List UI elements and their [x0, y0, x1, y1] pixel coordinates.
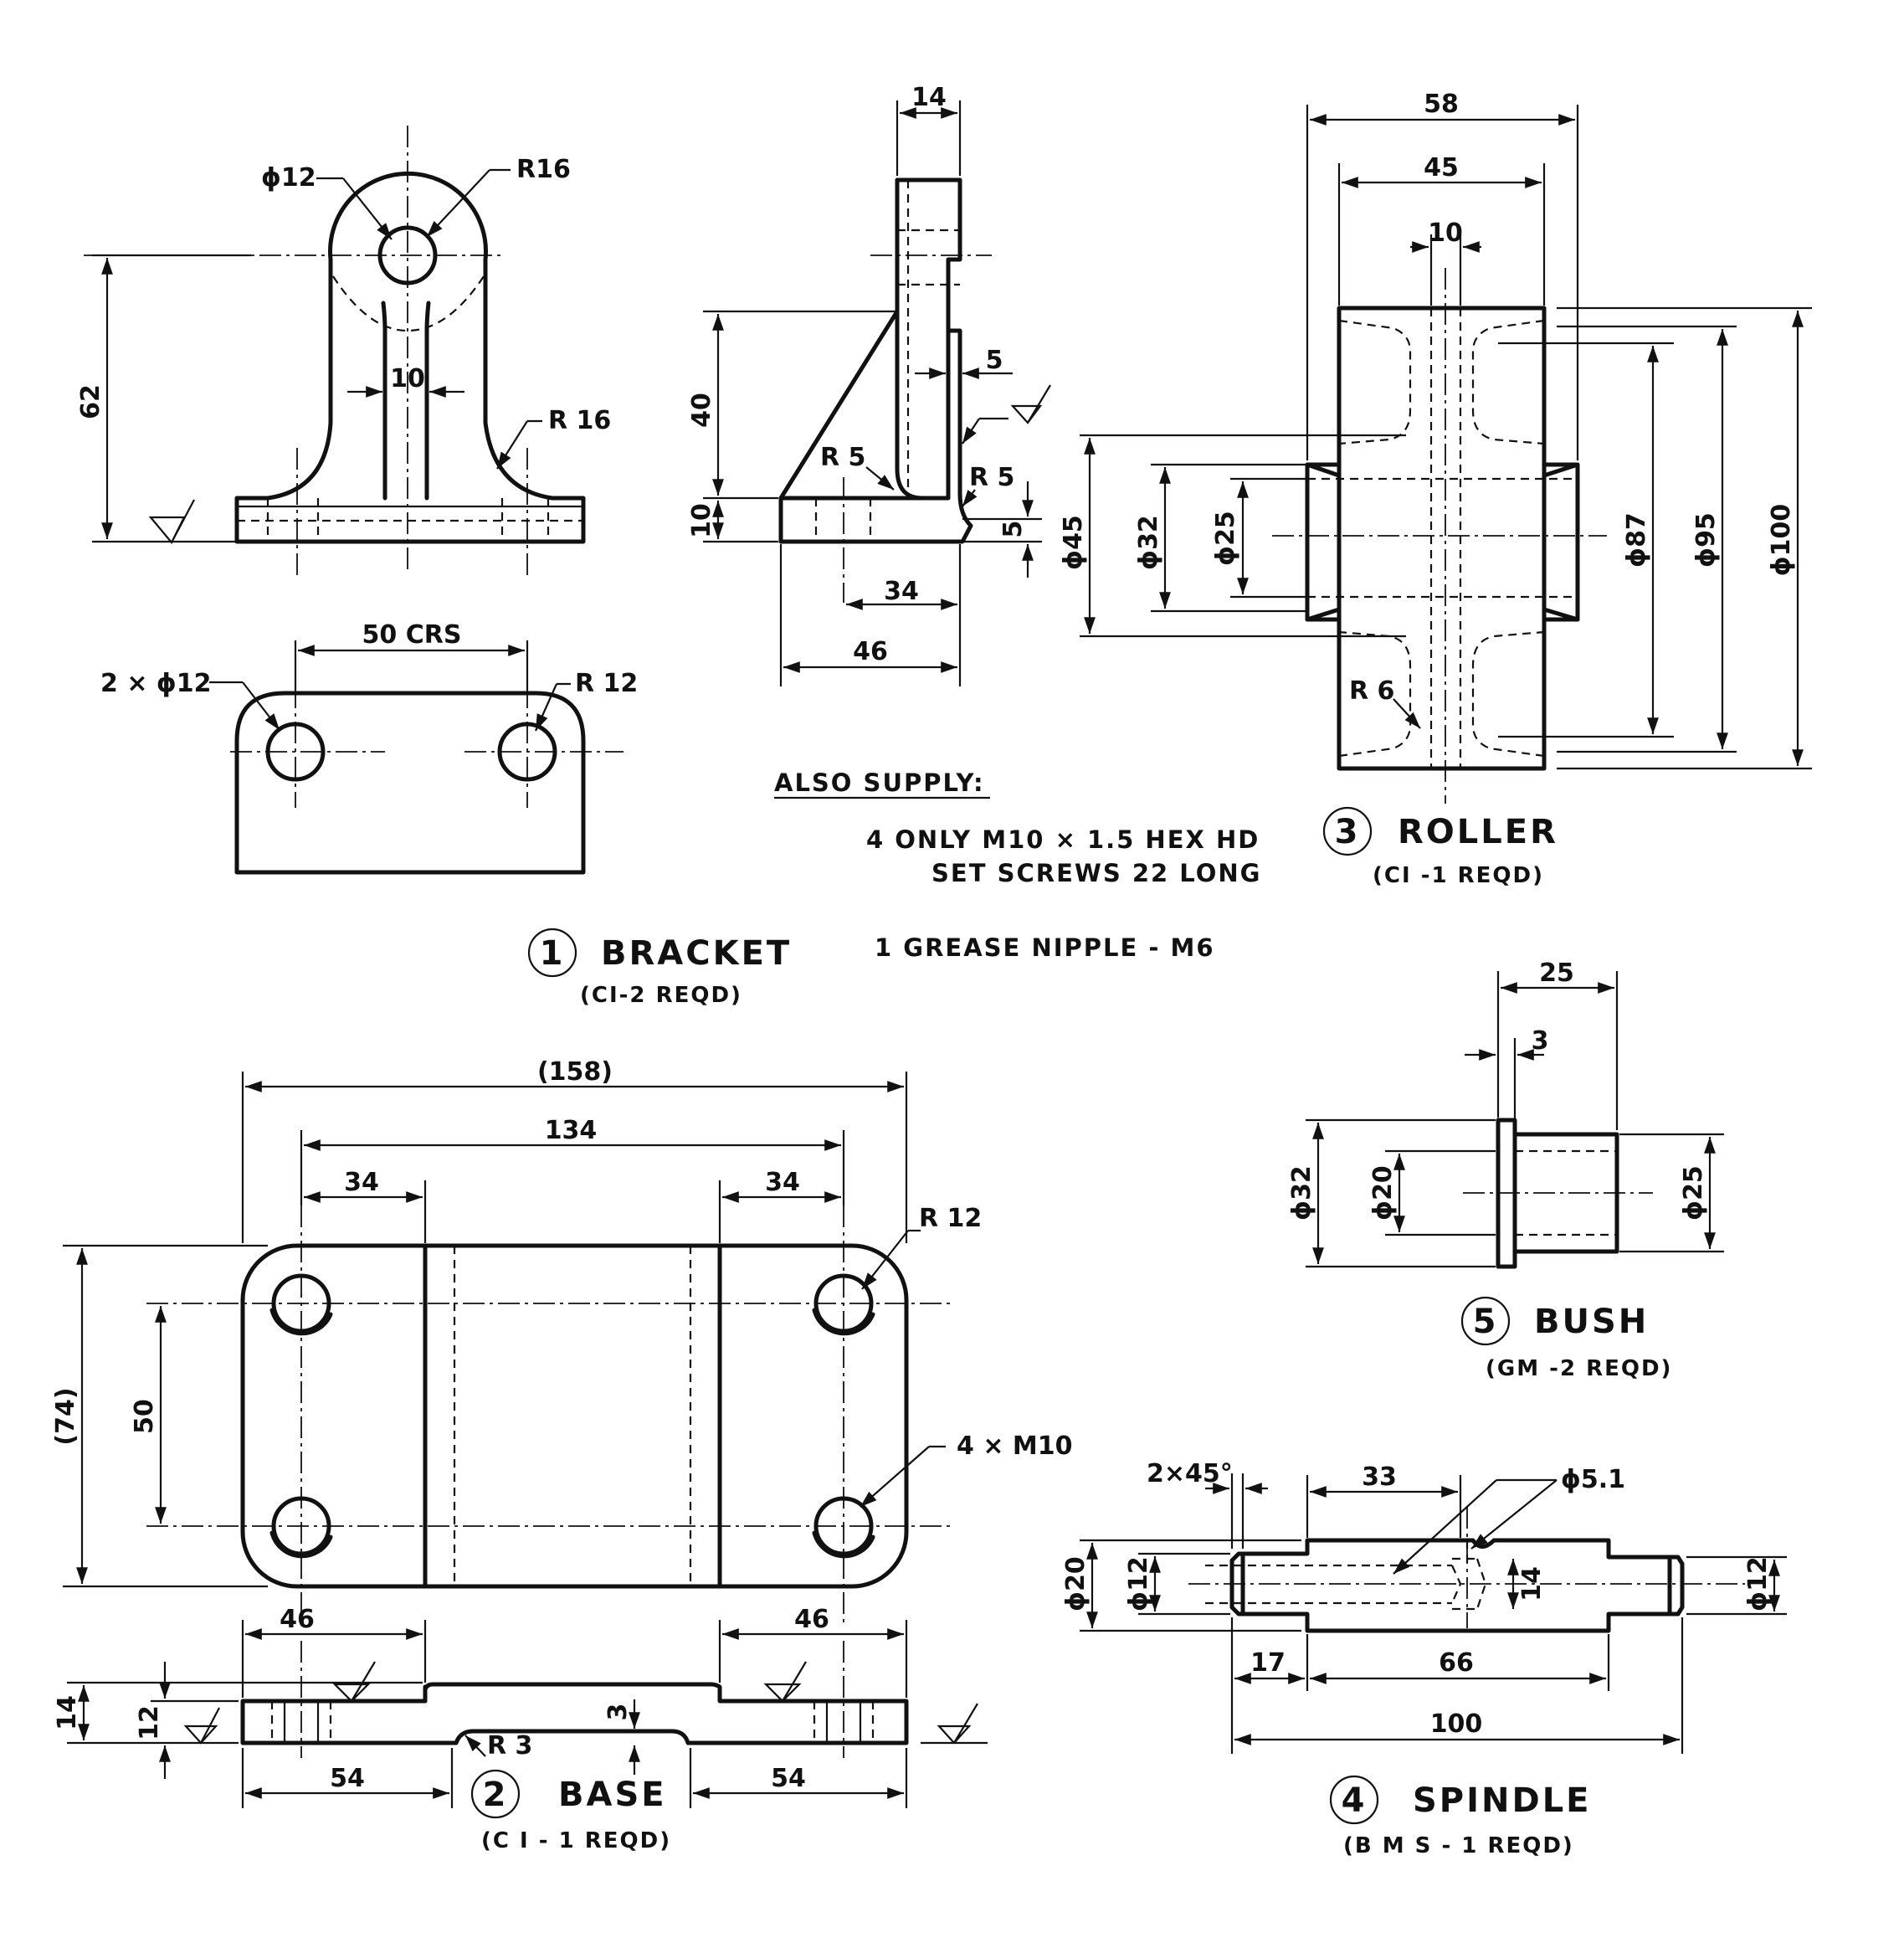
base-w34-left: 34	[344, 1168, 379, 1197]
bracket-side-40: 40	[687, 393, 716, 428]
roller-w10: 10	[1428, 218, 1463, 248]
base-front-view: 46 46 14 12 3 R 3 54 54	[53, 1605, 988, 1808]
spindle-l100: 100	[1430, 1709, 1483, 1739]
base-overall-158: (158)	[537, 1057, 613, 1087]
roller-r6: R 6	[1349, 676, 1394, 706]
bush-name: BUSH	[1534, 1303, 1649, 1341]
spindle-h14: 14	[1517, 1566, 1547, 1601]
bush-view: 25 3 ϕ32 ϕ20 ϕ25	[1287, 959, 1724, 1269]
bracket-holes-2x12: 2 × ϕ12	[100, 669, 212, 698]
part-label-bush: 5 BUSH (GM -2 REQD)	[1460, 1296, 1672, 1381]
bush-d32: ϕ32	[1287, 1165, 1316, 1221]
spindle-l66: 66	[1439, 1648, 1474, 1678]
bush-number: 5	[1473, 1303, 1499, 1341]
base-plan-view: (158) 134 34 34 R 12 (74) 50 4 × M10	[51, 1057, 1073, 1624]
bracket-plan-view: 50 CRS 2 × ϕ12 R 12	[100, 620, 638, 875]
bush-length-25: 25	[1539, 959, 1574, 988]
part-label-bracket: 1 BRACKET (CI-2 REQD)	[527, 928, 792, 1008]
bracket-side-34: 34	[884, 577, 919, 606]
grease-nipple-note: 1 GREASE NIPPLE - M6	[875, 933, 1215, 962]
base-spec: (C I - 1 REQD)	[481, 1828, 671, 1853]
bracket-front-view: 62 10 ϕ12 R16 R 16	[76, 126, 611, 578]
spindle-view: 2×45° 33 ϕ5.1 ϕ20 ϕ12 14 ϕ12 17	[1061, 1459, 1787, 1754]
part-label-spindle: 4 SPINDLE (B M S - 1 REQD)	[1329, 1775, 1592, 1858]
roller-name: ROLLER	[1398, 813, 1558, 851]
part-label-roller: 3 ROLLER (CI -1 REQD)	[1322, 806, 1558, 888]
supply-notes: ALSO SUPPLY: 4 ONLY M10 × 1.5 HEX HD SET…	[774, 768, 1261, 962]
spindle-l17: 17	[1250, 1648, 1286, 1678]
screws-line-1: 4 ONLY M10 × 1.5 HEX HD	[866, 825, 1260, 854]
also-supply-heading: ALSO SUPPLY:	[774, 768, 985, 797]
spindle-d12-left: ϕ12	[1124, 1556, 1153, 1611]
spindle-d12-right: ϕ12	[1743, 1556, 1773, 1611]
spindle-spec: (B M S - 1 REQD)	[1343, 1833, 1574, 1858]
roller-d95: ϕ95	[1691, 512, 1721, 568]
roller-w45: 45	[1424, 153, 1459, 182]
bracket-spec: (CI-2 REQD)	[580, 983, 742, 1008]
base-name: BASE	[558, 1776, 667, 1814]
bracket-side-5b: 5	[998, 521, 1028, 538]
bracket-crs-50: 50 CRS	[362, 620, 462, 650]
base-depth-74: (74)	[51, 1387, 80, 1445]
base-r12: R 12	[919, 1204, 982, 1233]
bracket-side-r5a: R 5	[820, 443, 865, 472]
base-w34-right: 34	[765, 1168, 800, 1197]
roller-w58: 58	[1424, 90, 1459, 119]
roller-spec: (CI -1 REQD)	[1373, 863, 1544, 888]
base-r3: R 3	[487, 1731, 532, 1761]
spindle-name: SPINDLE	[1413, 1781, 1592, 1820]
spindle-chamfer: 2×45°	[1147, 1459, 1233, 1488]
spindle-number: 4	[1342, 1781, 1368, 1820]
bracket-side-5a: 5	[986, 346, 1003, 375]
base-54-left: 54	[330, 1764, 365, 1793]
bracket-web-10: 10	[390, 364, 425, 393]
bush-d20: ϕ20	[1368, 1165, 1398, 1221]
bush-d25: ϕ25	[1679, 1165, 1708, 1221]
bracket-side-46: 46	[853, 637, 888, 666]
bracket-r16-fillet: R 16	[548, 406, 611, 435]
bracket-name: BRACKET	[601, 934, 792, 973]
roller-d45: ϕ45	[1059, 515, 1088, 570]
spindle-d20: ϕ20	[1061, 1556, 1091, 1611]
roller-view: 58 45 10 ϕ45 ϕ32 ϕ25 ϕ87 ϕ9	[1059, 90, 1812, 804]
bracket-side-view: 14 40 10 5 5 R 5 R 5 34 46	[687, 83, 1051, 686]
bracket-side-10: 10	[687, 503, 716, 538]
bracket-r16-top: R16	[516, 155, 571, 184]
bracket-r12-corner: R 12	[575, 669, 638, 698]
bush-flange-3: 3	[1532, 1026, 1549, 1056]
bush-spec: (GM -2 REQD)	[1486, 1356, 1672, 1381]
base-54-right: 54	[771, 1764, 806, 1793]
bracket-hole-dia: ϕ12	[261, 163, 316, 193]
base-step-46-right: 46	[794, 1605, 829, 1634]
base-crs-134: 134	[545, 1116, 598, 1145]
spindle-d5-1: ϕ5.1	[1561, 1465, 1625, 1494]
base-recess-3: 3	[603, 1704, 633, 1721]
roller-d32: ϕ32	[1134, 515, 1163, 570]
base-step-46-left: 46	[280, 1605, 315, 1634]
screws-line-2: SET SCREWS 22 LONG	[931, 859, 1261, 887]
spindle-l33: 33	[1362, 1462, 1397, 1492]
base-thk-14: 14	[53, 1695, 82, 1730]
base-m10-holes: 4 × M10	[957, 1432, 1073, 1461]
roller-d25: ϕ25	[1211, 511, 1240, 566]
base-number: 2	[483, 1776, 509, 1814]
part-label-base: 2 BASE (C I - 1 REQD)	[470, 1769, 671, 1853]
bracket-side-14: 14	[911, 83, 947, 112]
roller-d87: ϕ87	[1622, 512, 1651, 568]
roller-d100: ϕ100	[1767, 504, 1796, 577]
bracket-side-r5b: R 5	[969, 463, 1014, 492]
roller-number: 3	[1335, 813, 1361, 851]
bracket-number: 1	[540, 934, 566, 973]
bracket-height-62: 62	[76, 384, 105, 419]
base-thk-12: 12	[135, 1705, 164, 1740]
base-crs-50: 50	[130, 1399, 159, 1434]
